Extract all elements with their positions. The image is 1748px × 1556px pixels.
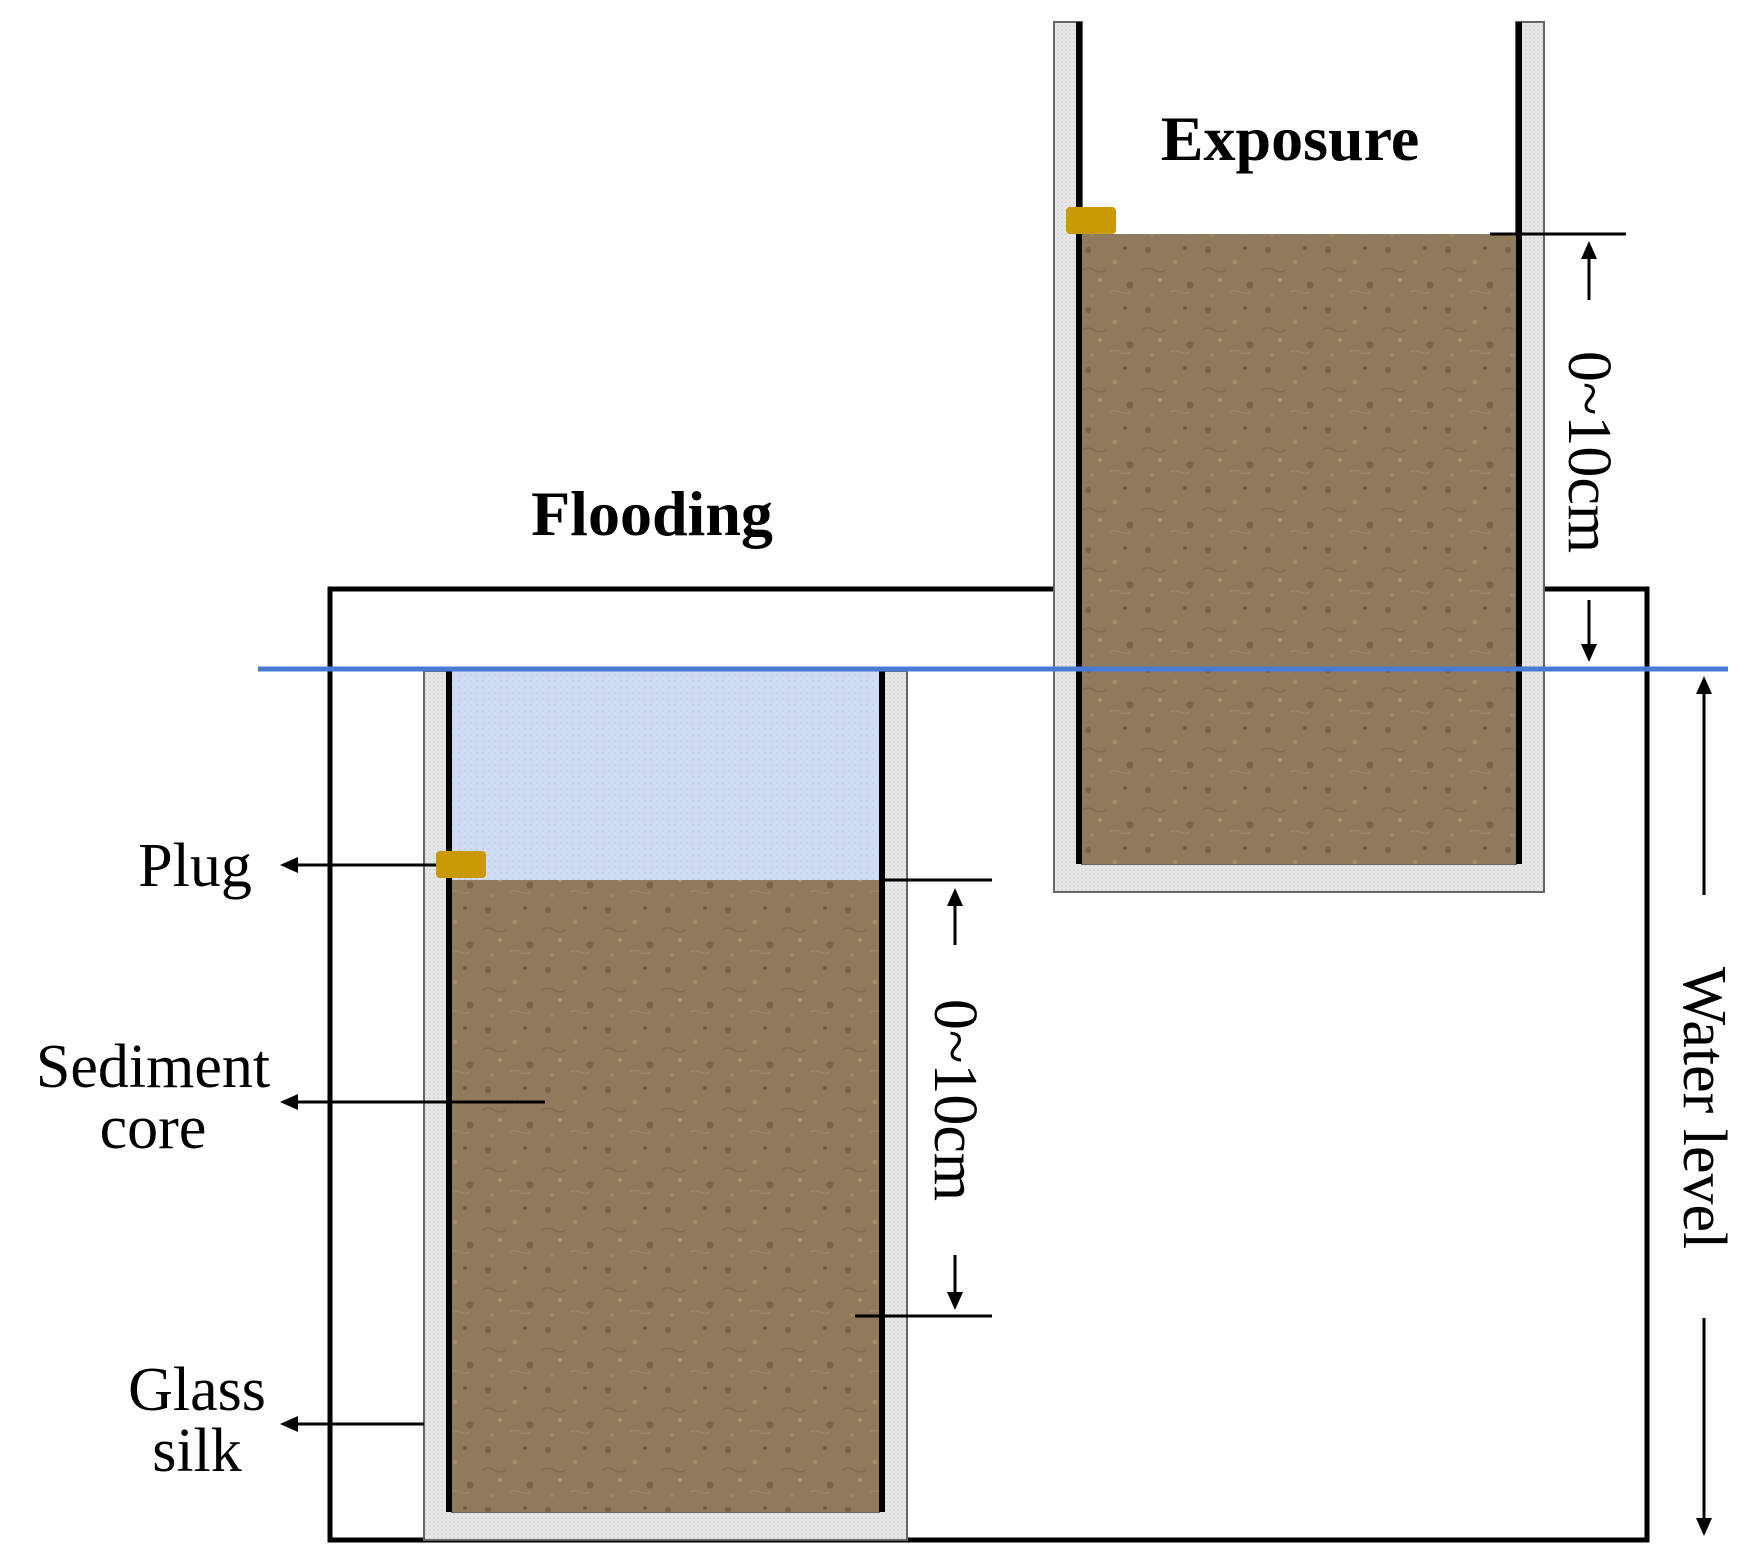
water-level-label: Water level	[1670, 967, 1738, 1249]
plug-right	[1066, 207, 1116, 234]
leader-lines	[280, 857, 545, 1432]
outer-tank	[327, 586, 1650, 1543]
sediment-core-left	[452, 880, 879, 1512]
plug-left	[436, 851, 486, 878]
depth-dimension-right	[1490, 232, 1626, 662]
flooding-tube	[423, 670, 908, 1541]
glass-silk-label-line1: Glass	[128, 1356, 266, 1424]
exposure-tube	[1053, 21, 1545, 893]
water-level-dimension	[1696, 676, 1712, 1536]
sediment-core-label-line2: core	[100, 1094, 207, 1162]
depth-dimension-left	[855, 878, 992, 1318]
flooding-title: Flooding	[531, 478, 773, 549]
depth-label-left: 0~10cm	[921, 999, 989, 1201]
depth-label-right: 0~10cm	[1555, 351, 1623, 553]
sediment-core-right	[1082, 234, 1516, 864]
exposure-title: Exposure	[1161, 103, 1419, 174]
glass-silk-label-line2: silk	[152, 1417, 242, 1485]
water-column	[452, 671, 879, 880]
plug-label: Plug	[138, 832, 252, 900]
sediment-core-label-line1: Sediment	[36, 1033, 270, 1101]
